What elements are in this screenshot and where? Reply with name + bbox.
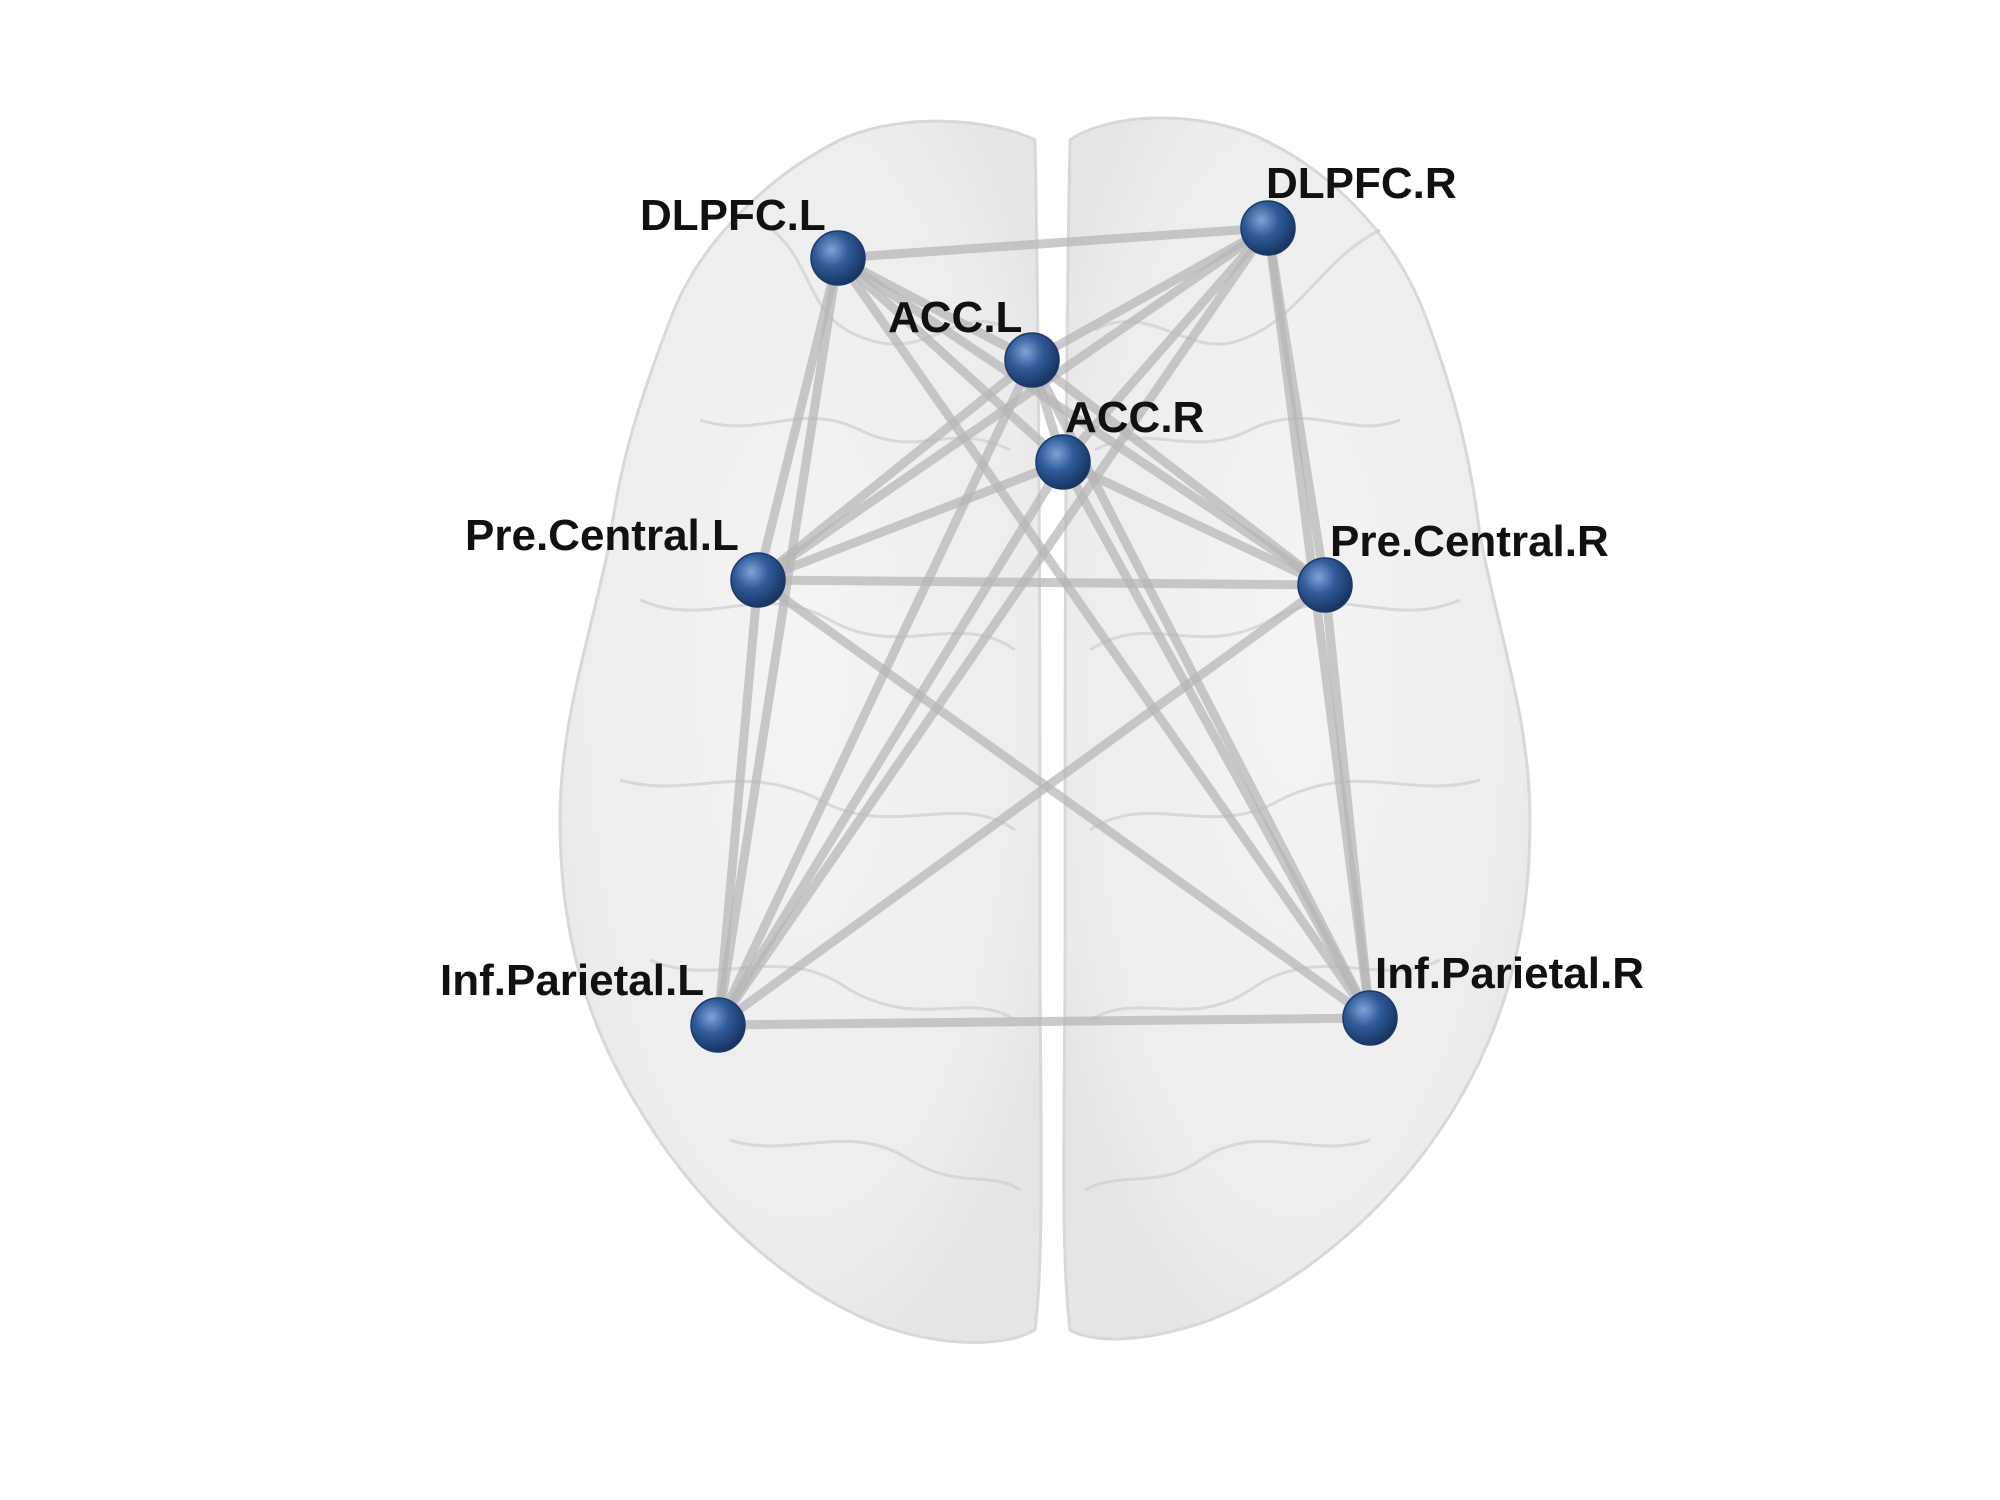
node-labels: DLPFC.L DLPFC.R ACC.L ACC.R Pre.Central.L Pre…: [440, 159, 1644, 1005]
label-infparietal_r: Inf.Parietal.R: [1375, 949, 1644, 998]
node-acc_l: [1004, 332, 1060, 388]
edge-dlpfc_l-precentral_l: [753, 253, 843, 585]
edge-acc_l-precentral_l: [753, 355, 1037, 585]
edge-dlpfc_r-acc_r: [1058, 223, 1273, 467]
edge-precentral_l-infparietal_l: [713, 575, 763, 1030]
edge-acc_r-precentral_r: [1058, 457, 1330, 590]
edge-precentral_r-infparietal_l: [713, 580, 1330, 1030]
edge-acc_r-infparietal_l: [713, 457, 1068, 1030]
edge-precentral_l-precentral_r: [753, 575, 1330, 590]
node-dlpfc_r: [1240, 200, 1296, 256]
node-infparietal_l: [690, 997, 746, 1053]
edge-precentral_l-infparietal_r: [753, 575, 1375, 1023]
edge-precentral_r-infparietal_r: [1320, 580, 1375, 1023]
edge-acc_r-precentral_l: [753, 457, 1068, 585]
edge-dlpfc_l-acc_r: [833, 253, 1068, 467]
node-precentral_r: [1297, 557, 1353, 613]
label-precentral_r: Pre.Central.R: [1330, 517, 1609, 566]
edge-dlpfc_l-precentral_r: [833, 253, 1330, 590]
edge-infparietal_l-infparietal_r: [713, 1013, 1375, 1030]
label-dlpfc_l: DLPFC.L: [640, 191, 826, 240]
edge-dlpfc_l-dlpfc_r: [833, 223, 1273, 263]
node-precentral_l: [730, 552, 786, 608]
brain-outline: [558, 116, 1532, 1344]
edge-dlpfc_l-infparietal_r: [833, 253, 1375, 1023]
node-infparietal_r: [1342, 990, 1398, 1046]
label-precentral_l: Pre.Central.L: [465, 511, 739, 560]
left-hemisphere: [558, 119, 1043, 1344]
network-edges: [713, 223, 1375, 1030]
edge-acc_l-precentral_r: [1027, 355, 1330, 590]
node-dlpfc_l: [810, 230, 866, 286]
label-infparietal_l: Inf.Parietal.L: [440, 956, 704, 1005]
edge-acc_r-infparietal_r: [1058, 457, 1375, 1023]
label-acc_r: ACC.R: [1065, 393, 1204, 442]
network-nodes: [690, 200, 1398, 1053]
label-dlpfc_r: DLPFC.R: [1266, 159, 1457, 208]
edge-dlpfc_r-infparietal_l: [713, 223, 1273, 1030]
edge-acc_l-infparietal_l: [713, 355, 1037, 1030]
label-acc_l: ACC.L: [888, 293, 1022, 342]
edge-dlpfc_l-infparietal_l: [713, 253, 843, 1030]
node-acc_r: [1035, 434, 1091, 490]
right-hemisphere: [1062, 116, 1532, 1341]
